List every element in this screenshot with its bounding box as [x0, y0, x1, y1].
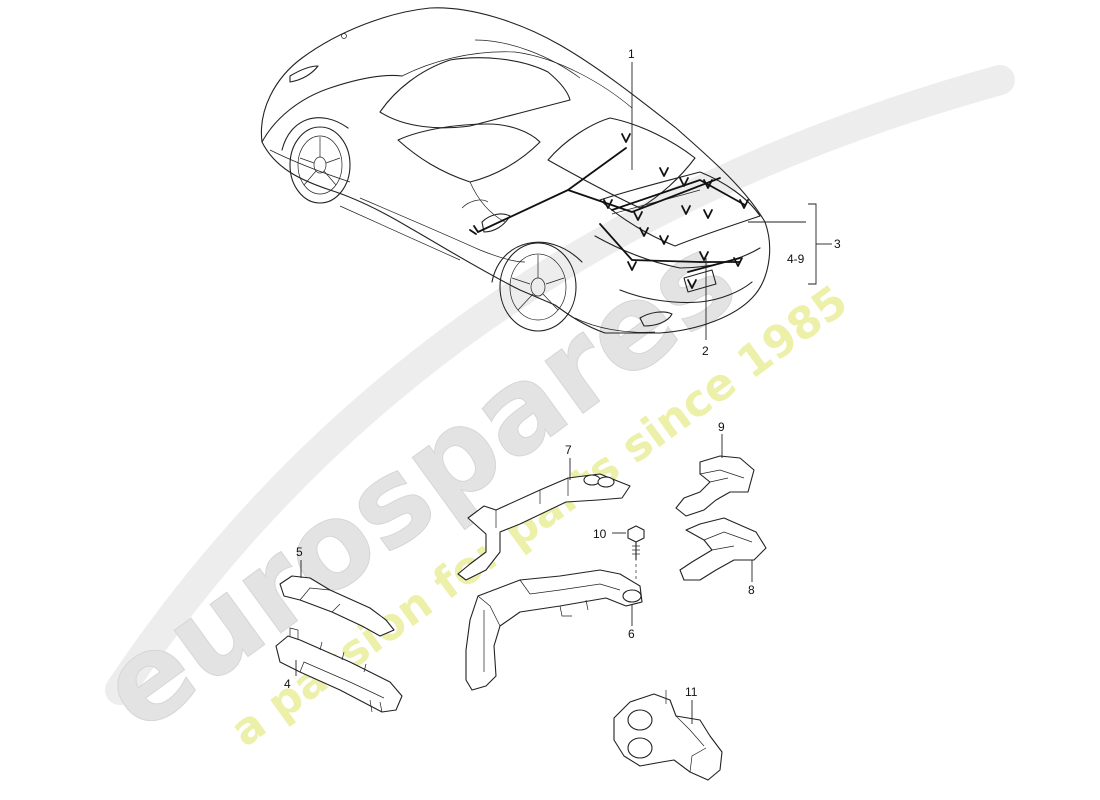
callout-5: 5 — [296, 545, 303, 559]
part-9-duct — [675, 455, 755, 517]
callout-2: 2 — [702, 344, 709, 358]
leader-lines-top — [631, 62, 832, 340]
callout-3: 3 — [834, 237, 841, 251]
car-outline — [260, 7, 771, 334]
callout-10: 10 — [593, 527, 607, 541]
callout-labels: 1 2 3 4-9 4 5 6 7 8 9 10 11 — [284, 47, 841, 699]
callout-11: 11 — [685, 685, 698, 699]
callout-4-9: 4-9 — [787, 252, 805, 266]
callout-7: 7 — [565, 443, 572, 457]
part-8-duct — [679, 517, 767, 581]
wiring-harness — [469, 133, 749, 289]
part-4-bracket — [275, 627, 403, 713]
part-10-bolt — [627, 525, 645, 580]
part-6-duct — [465, 569, 643, 691]
callout-1: 1 — [628, 47, 635, 61]
watermark-brand: eurospares — [75, 207, 760, 757]
watermark: eurospares a passion for parts since 198… — [75, 65, 1015, 758]
part-5-cover — [279, 575, 395, 637]
callout-9: 9 — [718, 420, 725, 434]
part-11-bracket — [613, 690, 723, 781]
callout-4: 4 — [284, 677, 291, 691]
part-7-bracket — [457, 473, 631, 581]
callout-6: 6 — [628, 627, 635, 641]
callout-8: 8 — [748, 583, 755, 597]
